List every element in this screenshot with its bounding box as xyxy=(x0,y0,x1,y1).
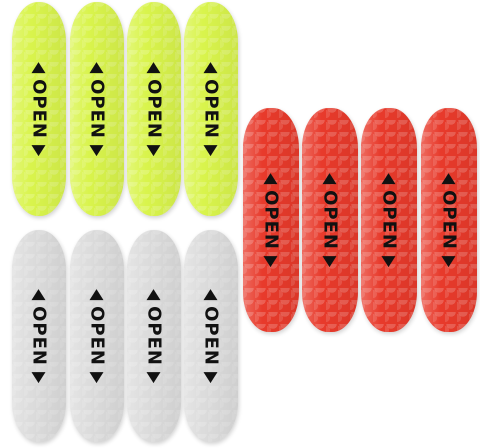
triangle-left-icon xyxy=(264,173,278,185)
open-text: OPEN xyxy=(200,79,222,139)
triangle-left-icon xyxy=(32,289,46,301)
sticker-label: OPEN xyxy=(144,289,165,383)
triangle-right-icon xyxy=(442,255,456,267)
triangle-right-icon xyxy=(32,371,46,383)
yellow-sticker: OPEN xyxy=(70,2,124,216)
silver-sticker: OPEN xyxy=(70,230,124,442)
open-text: OPEN xyxy=(319,190,341,250)
triangle-left-icon xyxy=(442,173,456,185)
triangle-right-icon xyxy=(264,255,278,267)
open-text: OPEN xyxy=(28,79,50,139)
triangle-left-icon xyxy=(382,173,396,185)
red-sticker: OPEN xyxy=(302,108,358,332)
sticker-label: OPEN xyxy=(439,173,460,267)
triangle-right-icon xyxy=(90,371,104,383)
sticker-label: OPEN xyxy=(87,289,108,383)
triangle-left-icon xyxy=(204,62,218,74)
triangle-left-icon xyxy=(323,173,337,185)
triangle-right-icon xyxy=(323,255,337,267)
sticker-label: OPEN xyxy=(87,62,108,156)
sticker-label: OPEN xyxy=(29,62,50,156)
open-text: OPEN xyxy=(86,306,108,366)
red-sticker: OPEN xyxy=(243,108,299,332)
triangle-right-icon xyxy=(204,144,218,156)
triangle-left-icon xyxy=(204,289,218,301)
yellow-sticker: OPEN xyxy=(184,2,238,216)
silver-sticker: OPEN xyxy=(12,230,66,442)
triangle-right-icon xyxy=(147,371,161,383)
sticker-label: OPEN xyxy=(261,173,282,267)
open-text: OPEN xyxy=(143,79,165,139)
triangle-right-icon xyxy=(147,144,161,156)
open-text: OPEN xyxy=(260,190,282,250)
sticker-label: OPEN xyxy=(320,173,341,267)
sticker-label: OPEN xyxy=(144,62,165,156)
yellow-sticker: OPEN xyxy=(127,2,181,216)
sticker-label: OPEN xyxy=(29,289,50,383)
triangle-left-icon xyxy=(32,62,46,74)
triangle-left-icon xyxy=(147,289,161,301)
yellow-sticker: OPEN xyxy=(12,2,66,216)
open-text: OPEN xyxy=(438,190,460,250)
red-sticker: OPEN xyxy=(421,108,477,332)
red-sticker: OPEN xyxy=(361,108,417,332)
sticker-label: OPEN xyxy=(201,289,222,383)
silver-sticker: OPEN xyxy=(127,230,181,442)
triangle-right-icon xyxy=(32,144,46,156)
sticker-label: OPEN xyxy=(201,62,222,156)
silver-sticker: OPEN xyxy=(184,230,238,442)
triangle-right-icon xyxy=(382,255,396,267)
triangle-left-icon xyxy=(90,289,104,301)
triangle-left-icon xyxy=(90,62,104,74)
open-text: OPEN xyxy=(86,79,108,139)
triangle-left-icon xyxy=(147,62,161,74)
triangle-right-icon xyxy=(204,371,218,383)
sticker-label: OPEN xyxy=(379,173,400,267)
open-text: OPEN xyxy=(28,306,50,366)
open-text: OPEN xyxy=(143,306,165,366)
open-text: OPEN xyxy=(378,190,400,250)
open-text: OPEN xyxy=(200,306,222,366)
triangle-right-icon xyxy=(90,144,104,156)
